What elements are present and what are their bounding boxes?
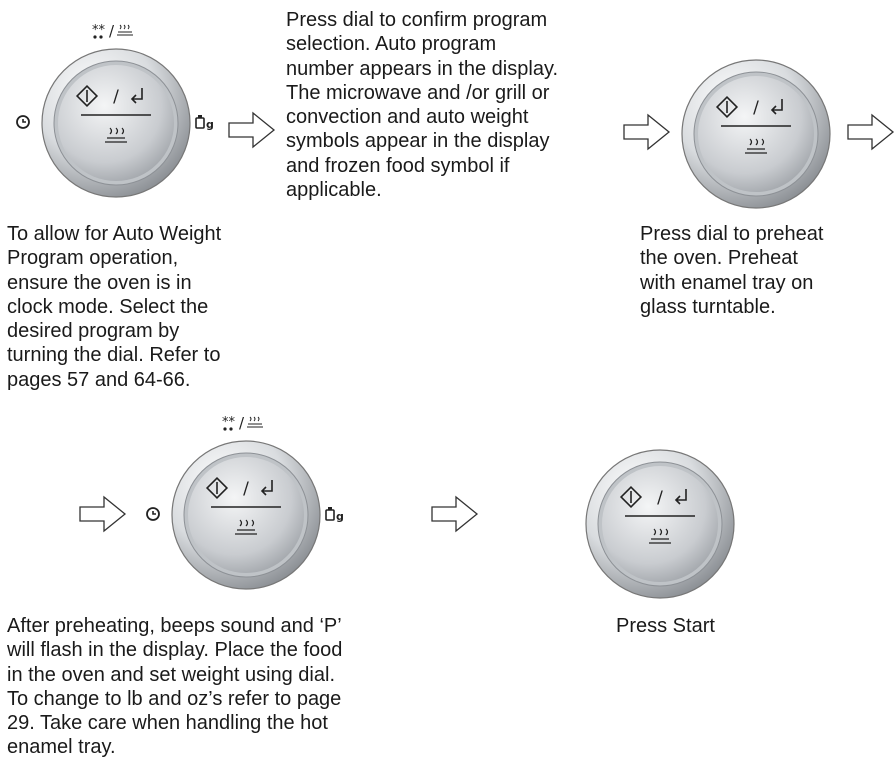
right-arrow-icon — [228, 111, 276, 149]
program-dial-2[interactable] — [676, 54, 836, 214]
step5-text: Press Start — [616, 615, 715, 637]
right-arrow-icon — [623, 113, 671, 151]
step1-text: To allow for Auto Weight Program operati… — [7, 223, 222, 391]
right-arrow-icon — [847, 113, 895, 151]
right-arrow-icon — [431, 495, 479, 533]
program-dial-1[interactable] — [0, 20, 220, 210]
step3-text: Press dial to preheat the oven. Preheat … — [640, 223, 824, 318]
right-arrow-icon — [79, 495, 127, 533]
step4-text: After preheating, beeps sound and ‘P’ wi… — [7, 615, 343, 759]
program-dial-3[interactable] — [130, 412, 350, 602]
step2-text: Press dial to confirm program selection.… — [286, 9, 559, 202]
start-dial[interactable] — [580, 444, 740, 604]
